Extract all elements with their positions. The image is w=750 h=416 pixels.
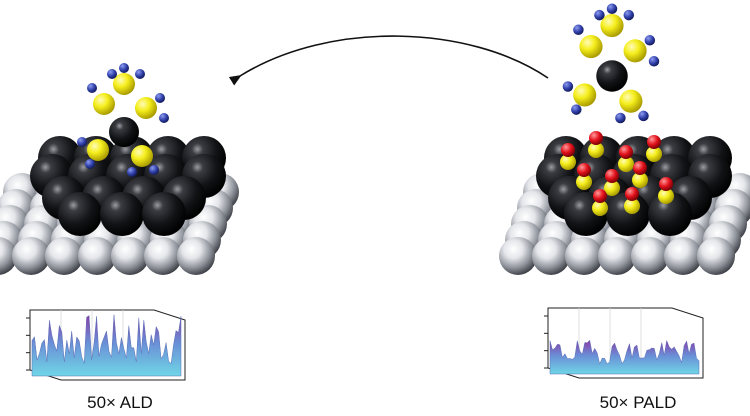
hydrogen-atom <box>127 167 137 177</box>
ligand-atom <box>573 83 597 107</box>
oxygen-atom <box>561 143 575 157</box>
oxygen-atom <box>647 135 661 149</box>
hydrogen-atom <box>638 110 649 122</box>
hydrogen-atom <box>85 159 95 169</box>
film-atom <box>142 192 186 236</box>
hydrogen-atom <box>135 69 145 79</box>
hydrogen-atom <box>562 81 574 92</box>
oxygen-atom <box>577 163 591 177</box>
substrate-atom <box>0 237 17 275</box>
oxygen-atom <box>619 145 633 159</box>
right-surface-roughness-plot-icon <box>544 307 704 379</box>
film-atom <box>100 192 144 236</box>
ligand-atom <box>619 89 643 113</box>
hydrogen-atom <box>155 93 165 103</box>
film-atom <box>58 192 102 236</box>
caption-pald: 50× PALD <box>599 393 677 412</box>
right-surface-groups <box>560 131 674 216</box>
surface-ligand-atom <box>618 156 634 172</box>
surface-ligand-atom <box>588 142 604 158</box>
left-precursor-molecule-icon <box>77 63 169 177</box>
ligand-atom <box>579 35 603 59</box>
substrate-atom <box>532 237 570 275</box>
hydrogen-atom <box>644 35 656 46</box>
film-atom <box>648 192 692 236</box>
hydrogen-atom <box>87 83 97 93</box>
curved-arrow-icon <box>228 35 549 86</box>
substrate-atom <box>499 237 537 275</box>
substrate-atom <box>144 237 182 275</box>
ligand-atom <box>93 93 115 115</box>
hydrogen-atom <box>606 3 618 15</box>
substrate-atom <box>45 237 83 275</box>
metal-center-atom <box>109 117 139 147</box>
surface-ligand-atom <box>658 188 674 204</box>
ligand-atom <box>87 139 109 161</box>
oxygen-atom <box>625 187 639 201</box>
substrate-atom <box>631 237 669 275</box>
hydrogen-atom <box>77 137 87 147</box>
surface-ligand-atom <box>592 200 608 216</box>
ligand-atom <box>135 97 157 119</box>
substrate-atom <box>78 237 116 275</box>
oxygen-atom <box>589 131 603 145</box>
ligand-atom <box>131 145 153 167</box>
roughness-surface <box>31 314 182 377</box>
hydrogen-atom <box>573 24 584 36</box>
oxygen-atom <box>659 177 673 191</box>
metal-center-atom <box>596 60 628 92</box>
surface-ligand-atom <box>646 146 662 162</box>
hydrogen-atom <box>571 104 582 115</box>
surface-ligand-atom <box>604 180 620 196</box>
hydrogen-atom <box>648 56 660 67</box>
substrate-atom <box>177 237 215 275</box>
substrate-atom <box>697 237 735 275</box>
roughness-surface <box>549 339 700 375</box>
substrate-atom <box>565 237 603 275</box>
surface-ligand-atom <box>624 198 640 214</box>
hydrogen-atom <box>623 9 635 21</box>
substrate-atom <box>111 237 149 275</box>
right-precursor-molecule-icon <box>562 3 660 124</box>
surface-ligand-atom <box>576 174 592 190</box>
hydrogen-atom <box>594 9 605 21</box>
hydrogen-atom <box>159 113 169 123</box>
surface-ligand-atom <box>560 154 576 170</box>
oxygen-atom <box>593 189 607 203</box>
hydrogen-atom <box>149 165 159 175</box>
ligand-atom <box>623 39 647 63</box>
substrate-atom <box>664 237 702 275</box>
ligand-atom <box>113 73 135 95</box>
hydrogen-atom <box>107 69 117 79</box>
caption-ald: 50× ALD <box>87 393 153 412</box>
hydrogen-atom <box>615 112 626 124</box>
substrate-atom <box>12 237 50 275</box>
oxygen-atom <box>605 169 619 183</box>
oxygen-atom <box>633 161 647 175</box>
substrate-atom <box>598 237 636 275</box>
surface-ligand-atom <box>632 172 648 188</box>
hydrogen-atom <box>119 63 129 73</box>
ligand-atom <box>600 14 624 38</box>
left-surface-roughness-plot-icon <box>26 309 186 381</box>
